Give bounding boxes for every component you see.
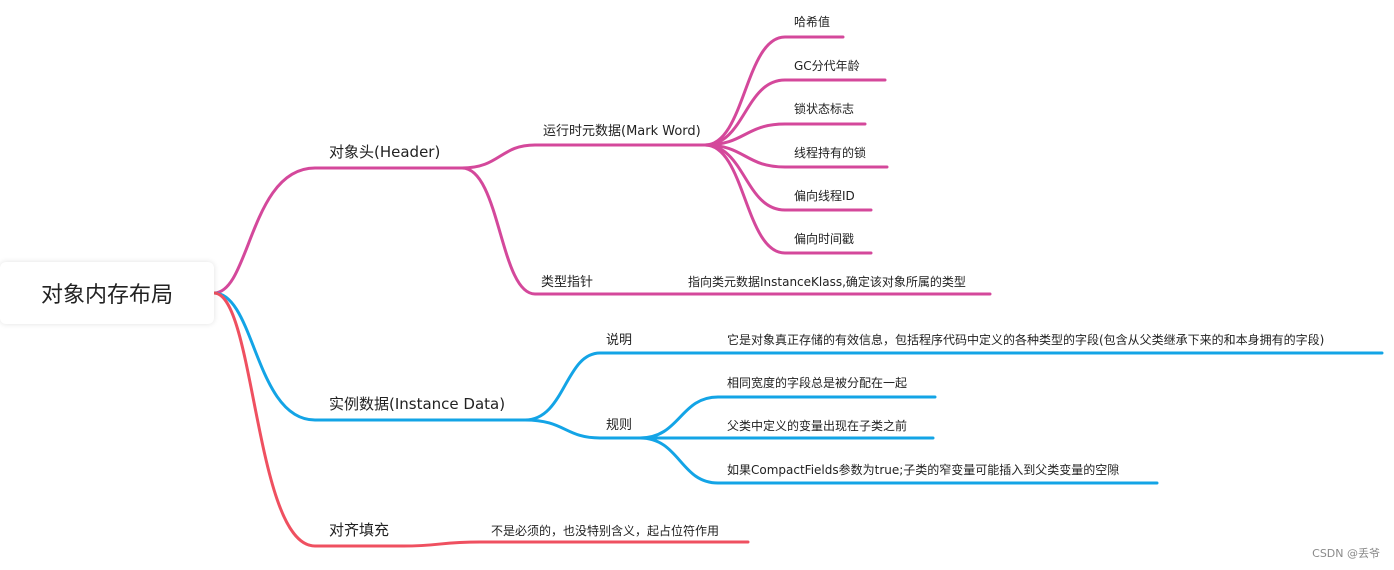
edge-rules-item-0 xyxy=(638,395,937,440)
node-mark-word-item[interactable]: 锁状态标志 xyxy=(794,102,855,116)
node-instance-data[interactable]: 实例数据(Instance Data) xyxy=(329,395,506,413)
root-node[interactable]: 对象内存布局 xyxy=(0,262,214,324)
node-rules[interactable]: 规则 xyxy=(606,418,633,433)
edge-markword-item-5 xyxy=(703,143,873,255)
edge-markword-item-0 xyxy=(703,35,845,147)
node-rules-item[interactable]: 相同宽度的字段总是被分配在一起 xyxy=(727,376,908,390)
root-node-label: 对象内存布局 xyxy=(40,283,173,308)
edge-root-instance xyxy=(212,291,527,422)
node-description-detail[interactable]: 它是对象真正存储的有效信息，包括程序代码中定义的各种类型的字段(包含从父类继承下… xyxy=(727,333,1325,347)
edge-root-header xyxy=(212,166,464,295)
edge-markword-item-2 xyxy=(703,122,867,147)
edge-instance-description xyxy=(523,351,1384,422)
node-padding-detail[interactable]: 不是必须的，也没特别含义，起占位符作用 xyxy=(491,524,720,538)
node-klass-pointer[interactable]: 类型指针 xyxy=(541,275,594,290)
watermark: CSDN @丢爷 xyxy=(1312,547,1380,560)
node-rules-item[interactable]: 如果CompactFields参数为true;子类的窄变量可能插入到父类变量的空… xyxy=(727,463,1120,477)
edge-rules-item-2 xyxy=(638,436,1159,485)
edge-header-markword xyxy=(460,143,707,170)
node-mark-word-item[interactable]: 哈希值 xyxy=(794,15,831,29)
edge-root-padding xyxy=(212,291,405,548)
edge-header-klass xyxy=(460,166,630,296)
node-mark-word-item[interactable]: 偏向线程ID xyxy=(794,189,855,203)
edge-padding-detail xyxy=(401,540,750,548)
edge-instance-rules xyxy=(523,418,642,440)
edge-markword-item-1 xyxy=(703,78,887,147)
node-mark-word-item[interactable]: GC分代年龄 xyxy=(794,59,860,73)
node-rules-item[interactable]: 父类中定义的变量出现在子类之前 xyxy=(727,419,908,433)
node-description[interactable]: 说明 xyxy=(606,333,633,348)
node-mark-word[interactable]: 运行时元数据(Mark Word) xyxy=(543,124,701,139)
node-header[interactable]: 对象头(Header) xyxy=(329,143,441,161)
node-mark-word-item[interactable]: 偏向时间戳 xyxy=(794,232,855,246)
node-mark-word-item[interactable]: 线程持有的锁 xyxy=(794,146,867,160)
node-padding[interactable]: 对齐填充 xyxy=(329,521,390,539)
node-klass-pointer-detail[interactable]: 指向类元数据InstanceKlass,确定该对象所属的类型 xyxy=(688,275,966,289)
